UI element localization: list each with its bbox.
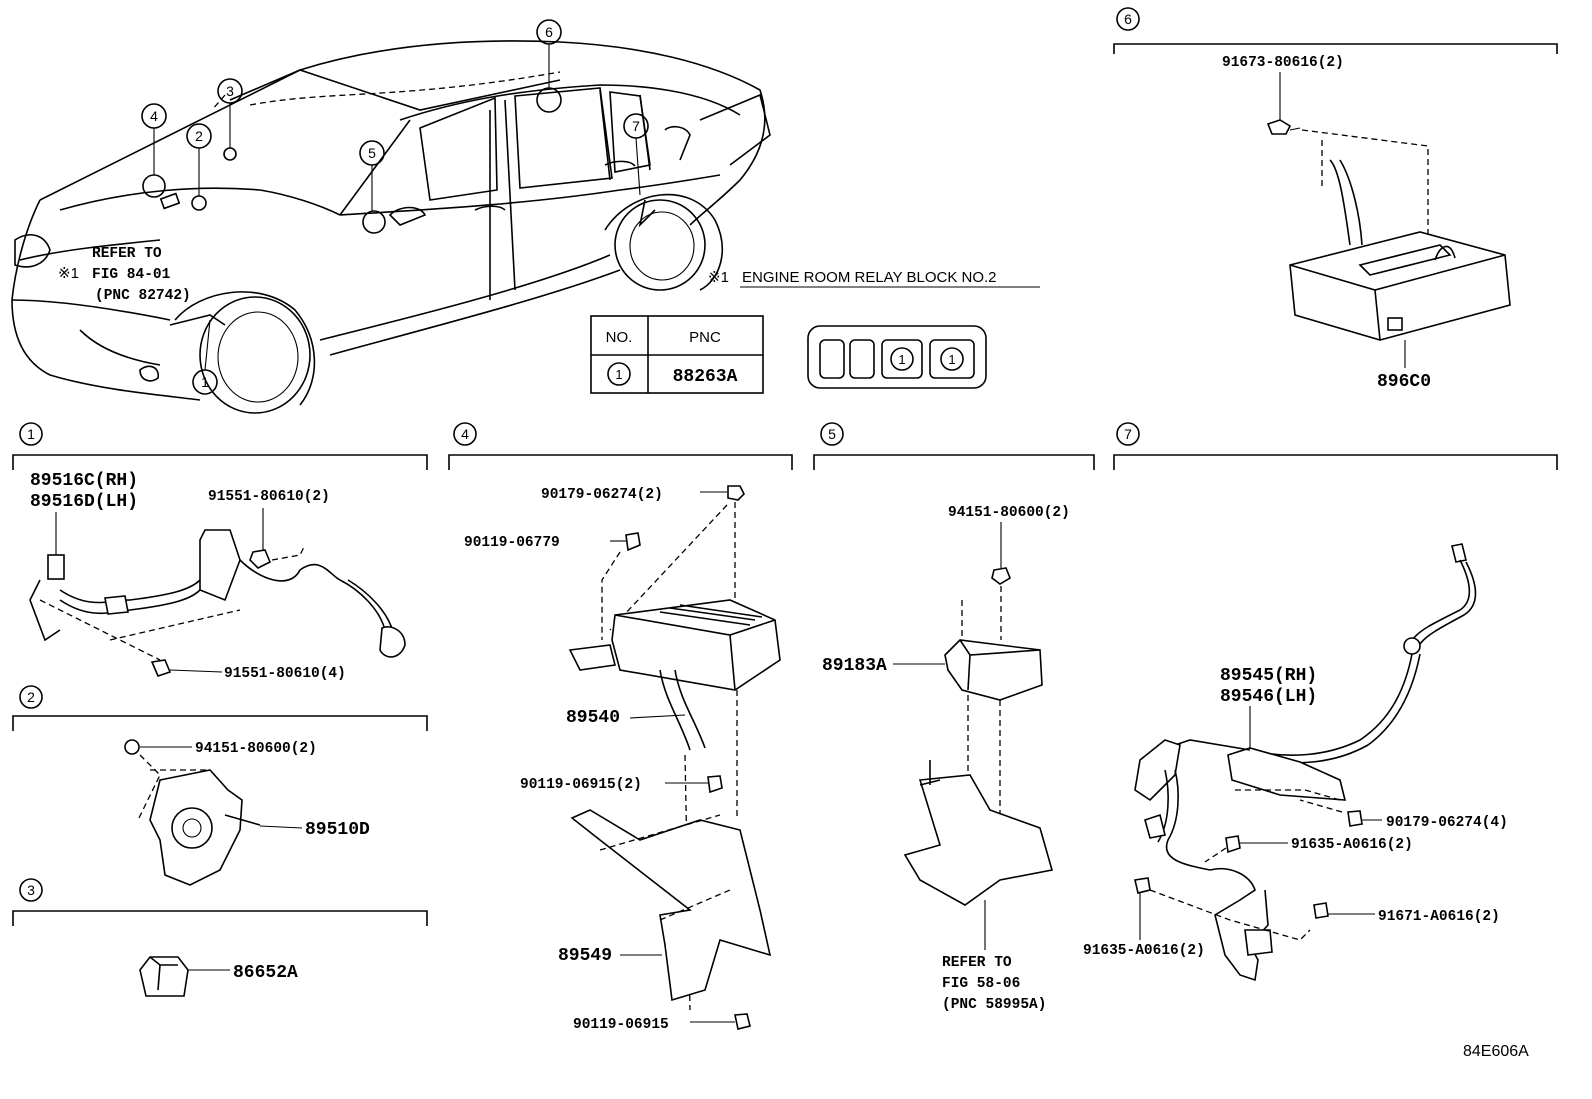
section4-number: 4 — [461, 426, 469, 442]
pnc-table — [590, 315, 764, 394]
section4-part-90119-06779: 90119-06779 — [464, 535, 560, 551]
section4-part-90119-06915-2: 90119-06915(2) — [520, 777, 642, 793]
section3-part-86652a: 86652A — [233, 963, 298, 983]
section4-part-90179: 90179-06274(2) — [541, 487, 663, 503]
callout-5-car-label: 5 — [368, 145, 376, 161]
callout-6-car-label: 6 — [545, 24, 553, 40]
section5-part-94151: 94151-80600(2) — [948, 505, 1070, 521]
callout-5-car — [359, 140, 385, 166]
section7-part-89545: 89545(RH) — [1220, 666, 1317, 686]
vehicle-illustration — [11, 40, 771, 414]
section2-part-89510d: 89510D — [305, 820, 370, 840]
section6-number: 6 — [1124, 11, 1132, 27]
section7-part-90179: 90179-06274(4) — [1386, 815, 1508, 831]
section4-part-89540: 89540 — [566, 708, 620, 728]
refer-fig84-line3: (PNC 82742) — [95, 288, 191, 304]
relay-slot-4: 1 — [948, 352, 955, 367]
section4-illustration — [568, 485, 781, 1030]
section5-refer-line3: (PNC 58995A) — [942, 997, 1046, 1013]
note-text: ENGINE ROOM RELAY BLOCK NO.2 — [742, 269, 997, 286]
section5-number: 5 — [828, 426, 836, 442]
section1-part-91551-2: 91551-80610(2) — [208, 489, 330, 505]
section1-part-89516c: 89516C(RH) — [30, 471, 138, 491]
section1-part-91551-4: 91551-80610(4) — [224, 666, 346, 682]
section1-part-89516d: 89516D(LH) — [30, 492, 138, 512]
section7-part-89546: 89546(LH) — [1220, 687, 1317, 707]
section6-part-91673: 91673-80616(2) — [1222, 55, 1344, 71]
section7-number: 7 — [1124, 426, 1132, 442]
callout-3-car-label: 3 — [226, 83, 234, 99]
section2-part-94151: 94151-80600(2) — [195, 741, 317, 757]
relay-block-icon — [807, 325, 987, 389]
section5-refer-line2: FIG 58-06 — [942, 976, 1020, 992]
callout-4-car — [141, 103, 167, 129]
callout-6-car — [536, 19, 562, 45]
section5-part-89183a: 89183A — [822, 656, 887, 676]
callout-4-car-label: 4 — [150, 108, 158, 124]
callout-2-car-label: 2 — [195, 128, 203, 144]
callout-7-car-label: 7 — [632, 118, 640, 134]
relay-slot-3: 1 — [898, 352, 905, 367]
section7-part-91671: 91671-A0616(2) — [1378, 909, 1500, 925]
section2-number: 2 — [27, 689, 35, 705]
table-header-pnc: PNC — [689, 329, 721, 346]
callout-3-car — [217, 78, 243, 104]
callout-1-car-label: 1 — [201, 374, 209, 390]
section5-illustration — [893, 522, 1054, 950]
section6-part-896c0: 896C0 — [1377, 372, 1431, 392]
callout-1-car — [192, 369, 218, 395]
section7-part-91635-lower: 91635-A0616(2) — [1083, 943, 1205, 959]
table-row-no: 1 — [615, 367, 622, 382]
refer-fig84-line1: REFER TO — [92, 246, 162, 262]
refer-fig84-mark: ※1 — [58, 265, 79, 282]
callout-2-car — [186, 123, 212, 149]
table-row-pnc: 88263A — [673, 367, 738, 387]
section1-number: 1 — [27, 426, 35, 442]
note-mark: ※1 — [708, 269, 729, 286]
section1-illustration — [29, 508, 406, 677]
section3-illustration — [139, 956, 230, 997]
section4-part-89549: 89549 — [558, 946, 612, 966]
section2-illustration — [124, 739, 303, 886]
diagram-id: 84E606A — [1463, 1043, 1529, 1060]
section5-refer-line1: REFER TO — [942, 955, 1012, 971]
section7-part-91635-upper: 91635-A0616(2) — [1291, 837, 1413, 853]
section6-illustration — [1266, 72, 1511, 368]
section7-illustration — [1134, 543, 1477, 982]
table-header-no: NO. — [606, 329, 633, 346]
callout-7-car — [623, 113, 649, 139]
section3-number: 3 — [27, 882, 35, 898]
refer-fig84-line2: FIG 84-01 — [92, 267, 171, 283]
section4-part-90119-06915: 90119-06915 — [573, 1017, 669, 1033]
